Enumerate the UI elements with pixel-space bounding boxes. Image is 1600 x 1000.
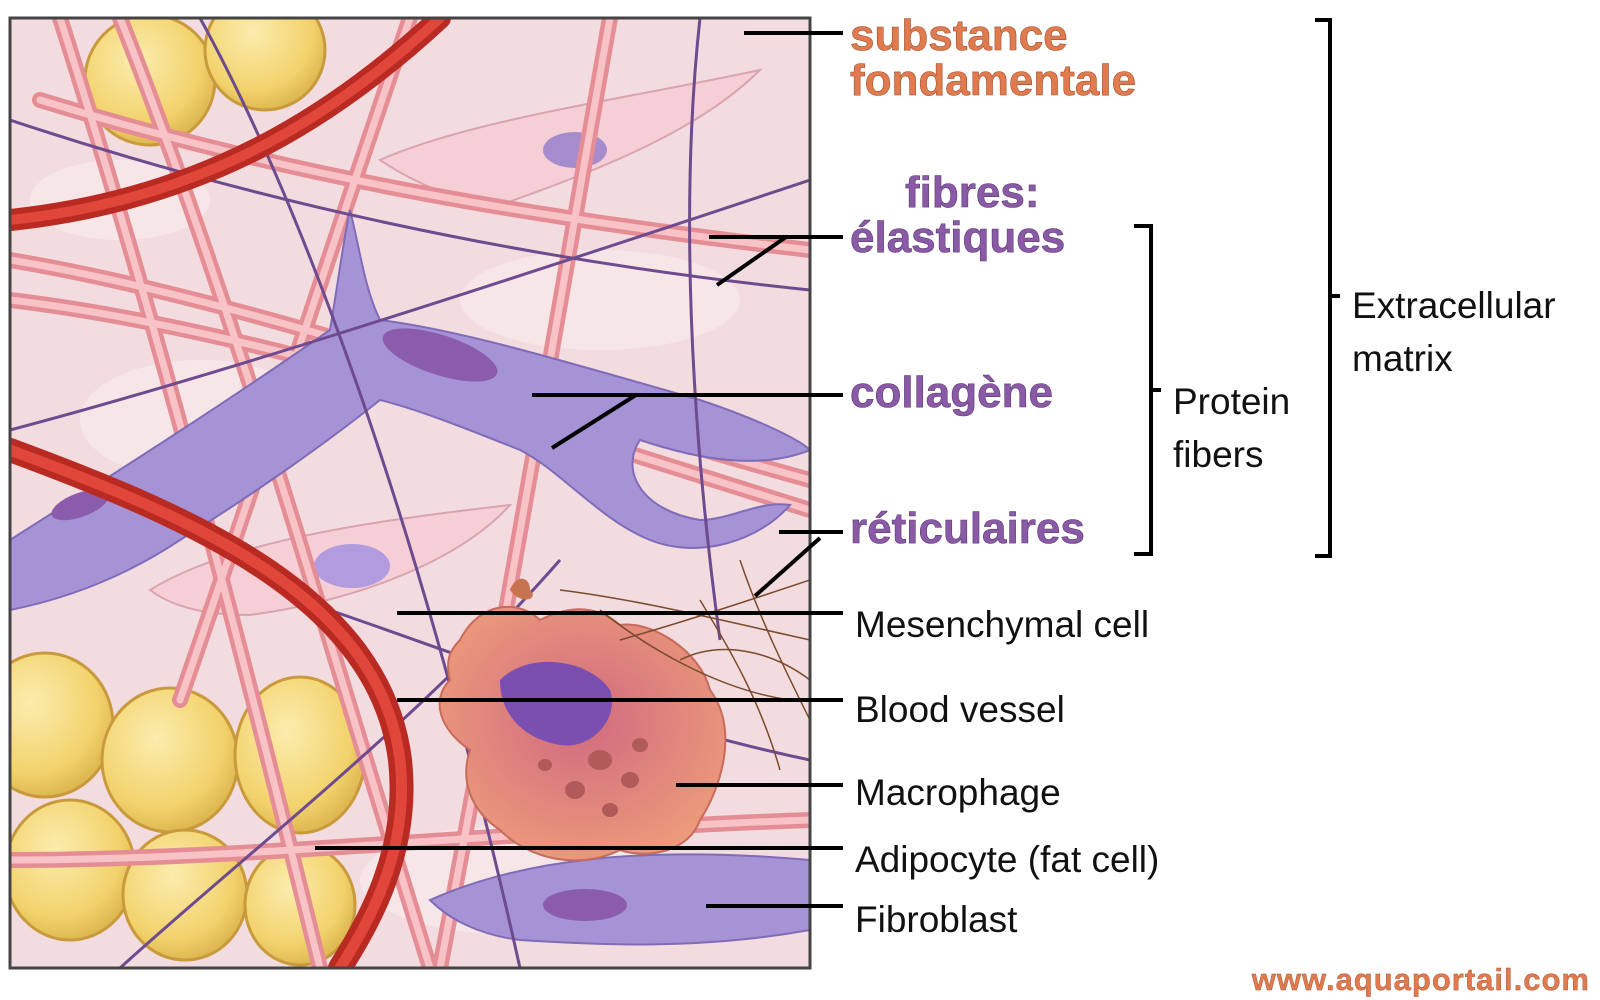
illustration-frame	[8, 16, 812, 970]
adipocytes	[10, 18, 367, 967]
leader-lines	[315, 31, 843, 908]
leader-elastiques-b	[715, 235, 788, 287]
label-protein-line2: fibers	[1173, 434, 1263, 475]
tissue-illustration	[10, 18, 810, 968]
extracellular-matrix-bracket	[1315, 18, 1332, 558]
macrophage	[438, 578, 727, 862]
label-substance-line2: fondamentale	[850, 56, 1136, 105]
label-ecm-line1: Extracellular	[1352, 285, 1556, 326]
protein-fibers-bracket	[1134, 224, 1153, 556]
label-elastiques: élastiques	[850, 213, 1065, 262]
labels: substance fondamentale fibres: élastique…	[850, 11, 1590, 998]
label-fibres-heading: fibres:	[905, 168, 1039, 217]
blood-vessels	[10, 18, 451, 968]
label-ecm-line2: matrix	[1352, 338, 1453, 379]
fibroblast-nuclei	[51, 328, 627, 921]
label-reticulaires: réticulaires	[850, 504, 1085, 553]
label-mesenchymal-cell: Mesenchymal cell	[855, 604, 1149, 645]
watermark-url: www.aquaportail.com	[1251, 962, 1590, 997]
label-macrophage: Macrophage	[855, 772, 1061, 813]
label-blood-vessel: Blood vessel	[855, 689, 1065, 730]
leader-collagene-b	[550, 393, 638, 450]
brackets	[1134, 18, 1340, 558]
reticular-fibers	[559, 559, 810, 771]
label-adipocyte: Adipocyte (fat cell)	[855, 839, 1159, 880]
label-substance-line1: substance	[850, 11, 1068, 60]
leader-reticulaires-b	[753, 536, 822, 598]
label-collagene: collagène	[850, 368, 1053, 417]
label-fibroblast: Fibroblast	[855, 899, 1018, 940]
label-protein-line1: Protein	[1173, 381, 1290, 422]
